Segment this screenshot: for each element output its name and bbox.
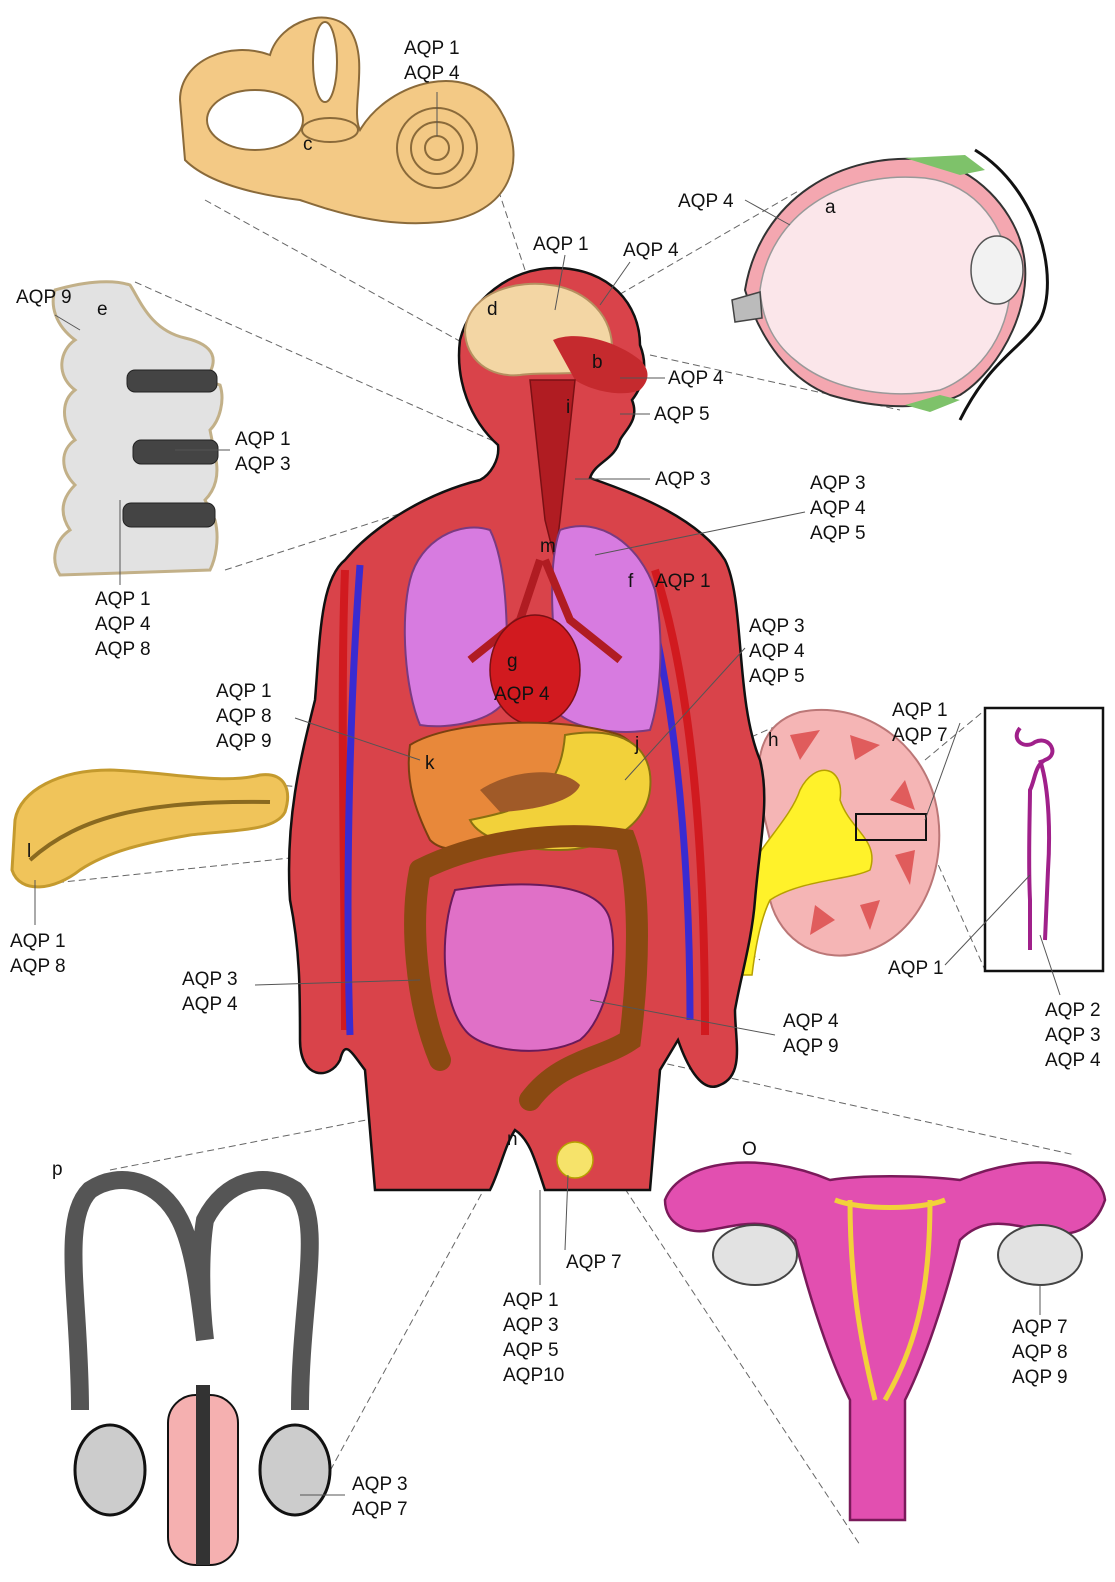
aqp-label-line: AQP 3 [655,469,711,490]
aqp-label-line: AQP 8 [95,639,151,660]
label-ear: AQP 1 AQP 4 [404,38,460,84]
aqp-label-line: AQP 1 [655,571,711,592]
aqp-label-line: AQP 4 [810,498,866,519]
label-colon-right: AQP 4 AQP 9 [783,1011,839,1057]
letter-p: p [52,1159,63,1180]
aqp-label-line: AQP 1 [503,1290,559,1311]
label-fat: AQP 7 [566,1252,622,1273]
letter-g: g [507,651,518,672]
label-vessel: AQP 1 [655,571,711,592]
aqp-label-line: AQP 3 [810,473,866,494]
letter-l: l [27,841,31,862]
label-spine-mid: AQP 1 AQP 3 [235,429,291,475]
aqp-label-line: AQP 4 [783,1011,839,1032]
aqp-label-line: AQP 4 [404,63,460,84]
letter-i: i [566,397,570,418]
aqp-label-line: AQP 5 [503,1340,559,1361]
aqp-label-line: AQP 9 [216,731,272,752]
label-ovary: AQP 7 AQP 8 AQP 9 [1012,1317,1068,1388]
aqp-label-line: AQP 4 [1045,1050,1101,1071]
letter-b: b [592,352,603,373]
aqp-label-line: AQP 4 [623,240,679,261]
aqp-label-line: AQP 9 [1012,1367,1068,1388]
aqp-label-line: AQP 5 [654,404,710,425]
aqp-label-line: AQP 4 [95,614,151,635]
label-spine-top: AQP 9 [16,287,72,308]
aqp-label-line: AQP 7 [1012,1317,1068,1338]
aqp-label-line: AQP 3 [1045,1025,1101,1046]
label-stomach: AQP 3 AQP 4 AQP 5 [749,616,805,687]
aqp-label-line: AQP 5 [749,666,805,687]
aqp-label-line: AQP 7 [566,1252,622,1273]
eye-illustration [732,150,1047,420]
aqp-label-line: AQP 9 [783,1036,839,1057]
aqp-label-line: AQP 4 [749,641,805,662]
aqp-label-line: AQP 4 [494,684,550,705]
aqp-label-line: AQP 3 [182,969,238,990]
label-brain-1: AQP 1 [533,234,589,255]
label-trachea: AQP 3 AQP 4 AQP 5 [810,473,866,544]
aqp-label-line: AQP 1 [404,38,460,59]
letter-k: k [425,753,435,774]
letter-o: O [742,1139,757,1160]
aqp-label-line: AQP 1 [892,700,948,721]
letter-h: h [768,730,779,751]
label-eye: AQP 4 [678,191,734,212]
label-throat: AQP 3 [655,469,711,490]
letter-c: c [303,134,313,155]
label-kidney-right: AQP 2 AQP 3 AQP 4 [1045,1000,1101,1071]
label-testis: AQP 3 AQP 7 [352,1474,408,1520]
spine-illustration [53,282,222,575]
aqp-label-line: AQP 8 [1012,1342,1068,1363]
aqp-label-line: AQP 8 [216,706,272,727]
aqp-label-line: AQP 9 [16,287,72,308]
male-reproductive-illustration [73,1180,330,1565]
aqp-label-line: AQP 1 [216,681,272,702]
aqp-label-line: AQP 3 [503,1315,559,1336]
letter-f: f [628,571,634,592]
aqp-label-line: AQP 4 [668,368,724,389]
label-brain-4: AQP 4 [623,240,679,261]
aqp-label-line: AQP 5 [810,523,866,544]
aqp-label-line: AQP 8 [10,956,66,977]
aqp-label-line: AQP 3 [749,616,805,637]
aqp-label-line: AQP 7 [892,725,948,746]
aqp-label-line: AQP 2 [1045,1000,1101,1021]
letter-j: j [634,734,639,755]
pancreas-illustration [12,770,288,887]
label-pelvis: AQP 1 AQP 3 AQP 5 AQP10 [503,1290,564,1386]
inner-ear-illustration [180,18,514,224]
letter-e: e [97,299,108,320]
label-liver: AQP 1 AQP 8 AQP 9 [216,681,272,752]
label-pancreas: AQP 1 AQP 8 [10,931,66,977]
label-kidney-bottom: AQP 1 [888,958,944,979]
aqp-label-line: AQP 1 [10,931,66,952]
aqp-label-line: AQP 4 [678,191,734,212]
label-spine-bottom: AQP 1 AQP 4 AQP 8 [95,589,151,660]
aqp-label-line: AQP 1 [235,429,291,450]
label-kidney-top: AQP 1 AQP 7 [892,700,948,746]
aqp-label-line: AQP 1 [95,589,151,610]
aqp-label-line: AQP 7 [352,1499,408,1520]
letter-m: m [540,536,556,557]
label-heart: AQP 4 [494,684,550,705]
aqp-label-line: AQP 1 [533,234,589,255]
kidney-illustration [740,708,1103,975]
label-nose: AQP 4 [668,368,724,389]
aqp-label-line: AQP 3 [352,1474,408,1495]
aqp-label-line: AQP 1 [888,958,944,979]
letter-n: n [507,1129,518,1150]
letter-a: a [825,197,836,218]
label-colon-left: AQP 3 AQP 4 [182,969,238,1015]
aqp-label-line: AQP10 [503,1365,564,1386]
aqp-label-line: AQP 3 [235,454,291,475]
aqp-label-line: AQP 4 [182,994,238,1015]
letter-d: d [487,299,498,320]
label-saliva: AQP 5 [654,404,710,425]
